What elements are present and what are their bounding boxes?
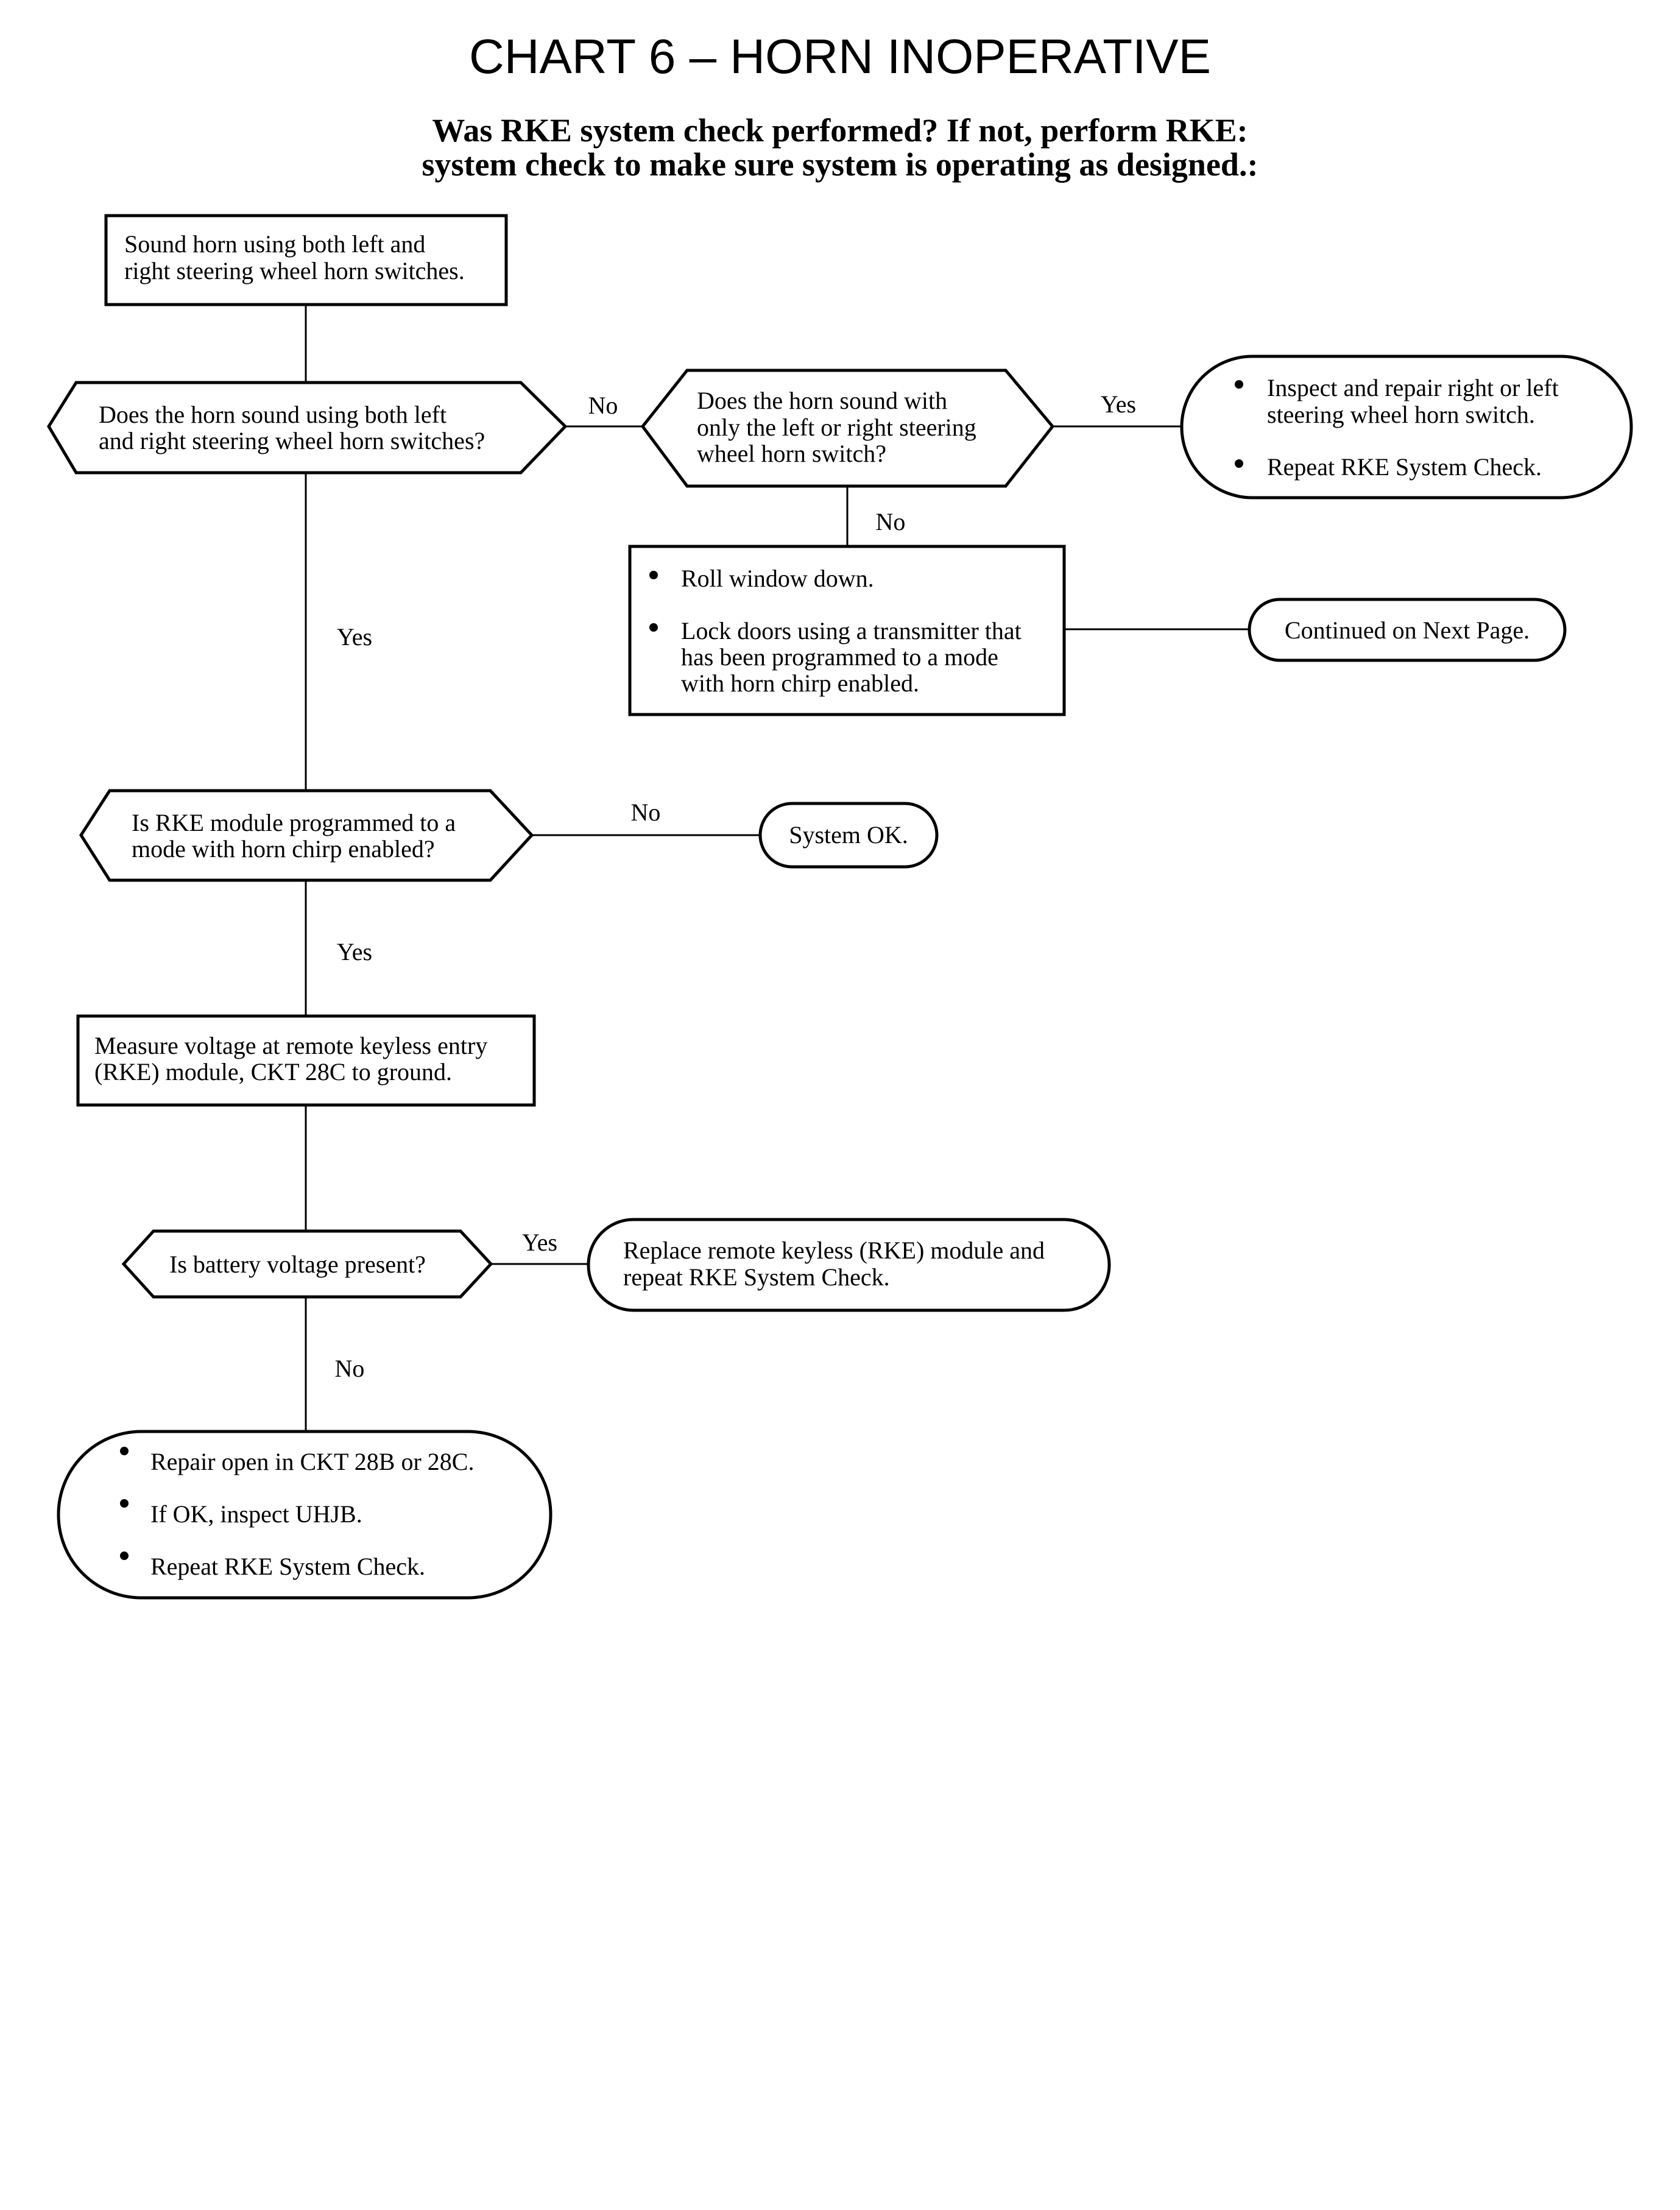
terminal-repair-open: Repair open in CKT 28B or 28C. If OK, in…: [57, 1430, 552, 1600]
terminal-system-ok-shape: [758, 802, 939, 869]
decision-rke-programmed-line-2: mode with horn chirp enabled?: [132, 835, 435, 863]
step-roll-window: Roll window down. Lock doors using a tra…: [628, 545, 1066, 716]
terminal-replace-module: Replace remote keyless (RKE) module and …: [587, 1218, 1111, 1312]
decision-single-switch-line-2: only the left or right steering: [697, 414, 976, 441]
decision-rke-programmed-shape: [79, 789, 534, 882]
bullet-icon: [1235, 459, 1243, 468]
repair-switch-item-1-line-2: steering wheel horn switch.: [1267, 401, 1535, 428]
connectors: [305, 305, 1249, 1432]
label-q4-no: No: [335, 1355, 365, 1382]
bullet-icon: [1235, 380, 1243, 389]
system-ok-text: System OK.: [789, 821, 908, 849]
terminal-repair-open-shape: [57, 1430, 552, 1600]
label-q3-no: No: [631, 799, 661, 826]
decision-single-switch-line-1: Does the horn sound with: [697, 387, 947, 414]
step-roll-window-box: [628, 545, 1066, 716]
repair-open-item-1: Repair open in CKT 28B or 28C.: [150, 1448, 474, 1475]
terminal-replace-module-shape: [587, 1218, 1111, 1312]
bullet-icon: [120, 1499, 129, 1508]
bullet-icon: [120, 1447, 129, 1455]
repair-open-item-3: Repeat RKE System Check.: [150, 1553, 425, 1580]
replace-module-line-1: Replace remote keyless (RKE) module and: [623, 1237, 1045, 1264]
label-q1-yes: Yes: [337, 623, 372, 651]
bullet-icon: [120, 1552, 129, 1560]
decision-both-switches-line-1: Does the horn sound using both left: [99, 401, 446, 428]
replace-module-line-2: repeat RKE System Check.: [623, 1263, 890, 1291]
bullet-icon: [649, 623, 658, 632]
decision-both-switches-shape: [47, 381, 568, 475]
label-q2-no: No: [876, 508, 906, 535]
step-measure-voltage: Measure voltage at remote keyless entry …: [76, 1014, 536, 1107]
label-q3-yes: Yes: [337, 938, 372, 966]
bullet-icon: [649, 571, 658, 579]
roll-window-item-2-line-2: has been programmed to a mode: [681, 643, 998, 671]
label-q1-no: No: [588, 392, 618, 419]
decision-battery-voltage-line-1: Is battery voltage present?: [169, 1251, 426, 1278]
step-sound-horn-line-1: Sound horn using both left and: [124, 230, 425, 258]
step-measure-voltage-line-1: Measure voltage at remote keyless entry: [94, 1032, 487, 1059]
repair-open-item-2: If OK, inspect UHJB.: [150, 1500, 362, 1528]
decision-both-switches-line-2: and right steering wheel horn switches?: [99, 427, 485, 454]
step-measure-voltage-line-2: (RKE) module, CKT 28C to ground.: [94, 1058, 452, 1086]
decision-both-switches: Does the horn sound using both left and …: [47, 381, 568, 475]
step-sound-horn-box: [104, 214, 508, 306]
step-sound-horn-line-2: right steering wheel horn switches.: [124, 257, 465, 284]
step-sound-horn: Sound horn using both left and right ste…: [104, 214, 508, 306]
terminal-continued-shape: [1248, 598, 1567, 662]
continued-text: Continued on Next Page.: [1285, 616, 1530, 644]
subtitle-line-2: system check to make sure system is oper…: [422, 146, 1258, 183]
terminal-repair-switch: Inspect and repair right or left steerin…: [1180, 355, 1633, 500]
label-q4-yes: Yes: [522, 1229, 557, 1256]
roll-window-item-1-line-1: Roll window down.: [681, 565, 874, 592]
terminal-continued: Continued on Next Page.: [1248, 598, 1567, 662]
decision-battery-voltage: Is battery voltage present?: [121, 1229, 493, 1299]
step-measure-voltage-box: [76, 1014, 536, 1107]
repair-switch-item-2-line-1: Repeat RKE System Check.: [1267, 453, 1542, 481]
terminal-system-ok: System OK.: [758, 802, 939, 869]
roll-window-item-2-line-3: with horn chirp enabled.: [681, 669, 919, 697]
chart-title: CHART 6 – HORN INOPERATIVE: [469, 29, 1211, 83]
label-q2-yes: Yes: [1101, 390, 1136, 418]
decision-single-switch-line-3: wheel horn switch?: [697, 440, 886, 467]
repair-switch-item-1-line-1: Inspect and repair right or left: [1267, 374, 1559, 401]
decision-rke-programmed: Is RKE module programmed to a mode with …: [79, 789, 534, 882]
decision-single-switch: Does the horn sound with only the left o…: [640, 369, 1055, 488]
terminal-repair-switch-shape: [1180, 355, 1633, 500]
subtitle-line-1: Was RKE system check performed? If not, …: [432, 112, 1248, 149]
decision-rke-programmed-line-1: Is RKE module programmed to a: [132, 809, 456, 836]
decision-single-switch-shape: [640, 369, 1055, 488]
roll-window-item-2-line-1: Lock doors using a transmitter that: [681, 617, 1022, 644]
decision-battery-voltage-shape: [121, 1229, 493, 1299]
